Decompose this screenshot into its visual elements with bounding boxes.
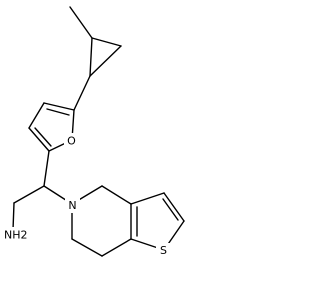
atom-label-sulfur: S bbox=[156, 243, 171, 258]
bond-thiophene-double-b bbox=[162, 198, 179, 221]
sulfur-label: S bbox=[160, 244, 167, 257]
atom-label-oxygen: O bbox=[64, 133, 79, 148]
bond-cyclopropyl-furan bbox=[73, 75, 91, 111]
atom-label-nitrogen: N bbox=[65, 198, 80, 213]
bond-methyl bbox=[69, 6, 93, 39]
bond-c3a-c3 bbox=[130, 192, 165, 205]
thiophene-ring bbox=[130, 192, 185, 251]
bond-ch-ch2 bbox=[13, 185, 45, 204]
bond-cyclopropyl-a bbox=[91, 37, 122, 47]
bond-furan-c3-c2 bbox=[28, 127, 50, 152]
bond-cyclopropyl-b bbox=[89, 45, 122, 77]
nitrogen-label: N bbox=[68, 199, 76, 212]
bond-cyclopropyl-c bbox=[89, 37, 93, 77]
bond-c7a-c7 bbox=[101, 238, 132, 257]
oxygen-label: O bbox=[67, 135, 76, 148]
bond-furan-c4-c3 bbox=[28, 102, 45, 129]
bond-c7-c6 bbox=[71, 238, 103, 257]
bond-c3-c2 bbox=[163, 192, 185, 222]
bond-c4-c3a bbox=[101, 185, 132, 205]
molecule-structure: O N S NH2 bbox=[1, 6, 185, 258]
bond-furan-double-a bbox=[46, 108, 70, 116]
atom-label-amine: NH2 bbox=[1, 227, 29, 242]
bond-ch2-nh2 bbox=[12, 202, 15, 231]
amine-label: NH2 bbox=[4, 229, 28, 242]
bond-furan-ch bbox=[43, 150, 50, 187]
methylcyclopropyl-group bbox=[69, 6, 122, 77]
bond-furan-c5-c4 bbox=[43, 102, 75, 111]
tetrahydropyridine-ring bbox=[71, 185, 132, 257]
bond-furan-double-b bbox=[34, 127, 52, 147]
